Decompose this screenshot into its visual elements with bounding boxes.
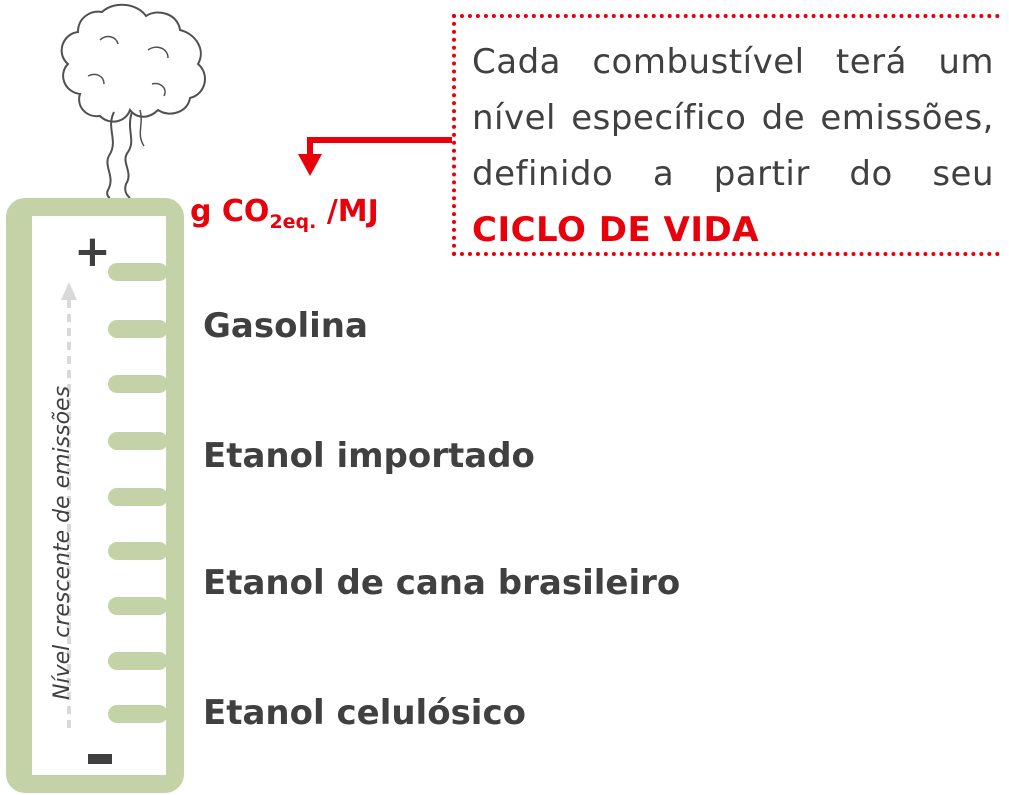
axis-label: Nível crescente de emissões — [50, 385, 75, 700]
callout-highlight: CICLO DE VIDA — [472, 210, 760, 250]
unit-prefix: g CO — [190, 194, 270, 229]
minus-icon — [88, 754, 112, 764]
unit-suffix: /MJ — [316, 194, 379, 229]
scale-ticks — [108, 263, 168, 723]
fuel-label-etanol-importado: Etanol importado — [203, 436, 535, 476]
callout-body: Cada combustível terá um nível específic… — [472, 42, 994, 194]
unit-label: g CO2eq. /MJ — [190, 194, 379, 233]
unit-subscript: 2eq. — [269, 211, 317, 233]
plus-icon: + — [74, 226, 111, 277]
arrow-connector-icon — [298, 137, 452, 176]
callout-box — [452, 14, 1000, 256]
fuel-label-etanol-cana: Etanol de cana brasileiro — [203, 563, 681, 603]
smoke-cloud-icon — [60, 3, 206, 199]
callout-text: Cada combustível terá um nível específic… — [472, 34, 994, 258]
fuel-label-etanol-celulosico: Etanol celulósico — [203, 693, 526, 733]
emissions-scale — [6, 198, 184, 793]
fuel-label-gasolina: Gasolina — [203, 306, 368, 346]
